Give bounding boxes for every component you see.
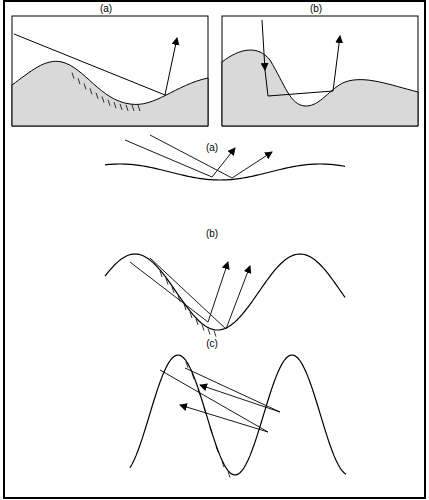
hatch-stroke [196,319,198,325]
surface-profile [130,355,346,475]
shadow-hatching [72,73,140,111]
incident-ray [262,20,265,70]
hatch-stroke [210,428,212,434]
hatch-stroke [90,88,92,94]
figure-label: (a) [205,142,219,153]
hatch-stroke [96,93,98,99]
surface-profile [105,254,345,330]
hatch-stroke [208,329,210,335]
hatch-stroke [186,362,188,368]
reflected-ray [333,36,340,91]
hatch-stroke [202,325,204,331]
hatch-stroke [126,105,128,111]
hatch-stroke [172,287,174,293]
hatch-stroke [78,78,80,84]
hatch-stroke [132,105,134,111]
hatch-stroke [192,373,194,379]
panel-frame [222,16,418,126]
hatch-stroke [214,331,216,337]
hatch-stroke [114,102,116,108]
interreflection-ray [268,91,333,96]
hatch-stroke [228,472,230,478]
panel-frame [12,16,208,126]
hatch-stroke [216,446,218,452]
hatch-stroke [102,97,104,103]
hatch-stroke [222,461,224,467]
hatch-stroke [138,105,140,111]
hatch-stroke [72,73,74,79]
panel-label: (a) [99,3,113,14]
hatch-stroke [160,271,162,277]
outer-frame [4,1,425,498]
figure-label: (c) [205,338,219,349]
hatch-stroke [166,279,168,285]
incident-ray [265,70,268,96]
rough-surface [12,61,208,126]
incident-ray [14,34,165,95]
figure-label: (b) [205,228,219,239]
light-rays [125,135,280,432]
panel-label: (b) [309,3,323,14]
hatch-stroke [120,104,122,110]
surface-profile [105,164,345,180]
rough-surface [222,50,418,126]
hatch-stroke [84,83,86,89]
shadow-hatching [160,271,216,337]
hatch-stroke [108,100,110,106]
hatch-stroke [190,312,192,318]
reflected-ray [165,38,177,95]
